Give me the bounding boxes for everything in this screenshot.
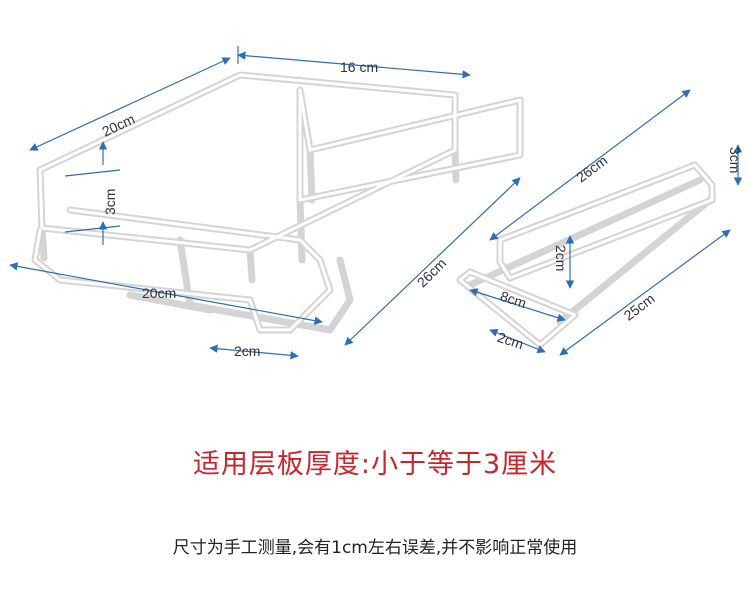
right-rack-wireframe <box>456 161 716 349</box>
left-length-label: 26cm <box>414 255 450 291</box>
left-rack-dimensions <box>9 46 521 360</box>
right-length-top-label: 26cm <box>573 152 610 185</box>
rack-diagram: 16 cm 20cm 3cm 26cm 20cm 2cm 26cm 3cm 2c… <box>9 46 743 360</box>
right-inner-height-label: 2cm <box>553 245 569 271</box>
left-bottom-width-label: 20cm <box>142 285 176 301</box>
right-length-bottom-label: 25cm <box>621 290 658 323</box>
measurement-note: 尺寸为手工测量,会有1cm左右误差,并不影响正常使用 <box>172 538 578 558</box>
left-width-top-label: 16 cm <box>340 59 378 75</box>
right-side-label: 3cm <box>727 147 743 173</box>
left-gap-label: 2cm <box>234 343 260 359</box>
left-height-label: 3cm <box>102 189 118 215</box>
right-width-label: 8cm <box>498 288 528 311</box>
right-gap-label: 2cm <box>495 329 525 352</box>
shelf-thickness-headline: 适用层板厚度:小于等于3厘米 <box>192 449 558 480</box>
right-rack-dimensions <box>469 89 743 356</box>
